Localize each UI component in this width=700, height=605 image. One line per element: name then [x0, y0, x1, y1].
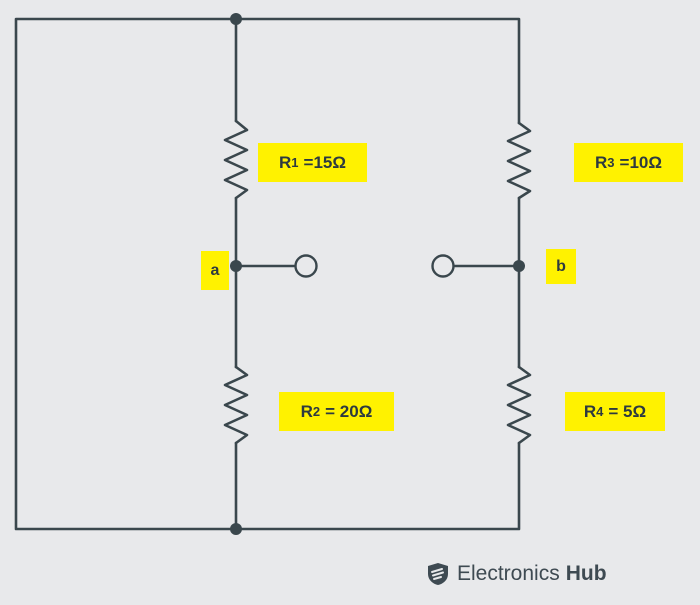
r1-name: R [279, 152, 292, 172]
r2-name: R [300, 401, 313, 421]
terminal-a [294, 254, 318, 278]
terminal-b [431, 254, 455, 278]
r4-value: = 5Ω [608, 401, 647, 421]
r3-name: R [595, 152, 608, 172]
resistor-r4 [506, 365, 532, 445]
electronics-hub-logo-icon [428, 563, 448, 585]
r2-value: = 20Ω [325, 401, 373, 421]
junction-a [230, 260, 242, 272]
left-outer-wire [14, 17, 238, 531]
brand-name-bold: Hub [565, 562, 607, 585]
r1-value: =15Ω [303, 152, 346, 172]
resistor-r2 [223, 365, 249, 445]
r3-value: =10Ω [619, 152, 662, 172]
r3-subscript: 3 [607, 155, 615, 170]
r2-subscript: 2 [312, 404, 321, 419]
r4-subscript: 4 [596, 404, 604, 419]
resistor-r1 [223, 119, 249, 200]
bottom-wire [234, 441, 521, 531]
top-wire [234, 17, 521, 125]
brand-name-regular: Electronics [457, 562, 560, 585]
junction-bottom [230, 523, 242, 535]
junction-top [230, 13, 242, 25]
r1-subscript: 1 [291, 155, 299, 170]
node-a-label: a [201, 251, 229, 290]
junction-b [513, 260, 525, 272]
node-b-label: b [546, 249, 576, 284]
resistor-r3 [506, 121, 532, 200]
r4-name: R [583, 401, 597, 421]
